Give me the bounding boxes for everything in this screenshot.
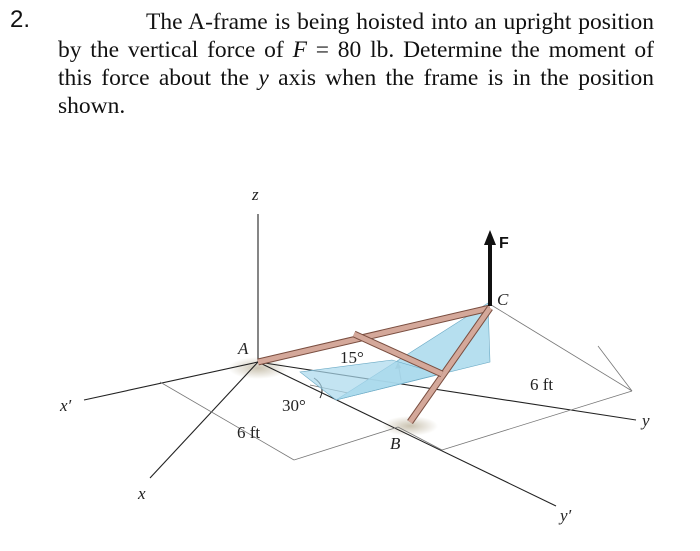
angle-label-15: 15° — [340, 348, 364, 367]
force-arrow — [484, 230, 496, 306]
axis-label-z: z — [251, 185, 259, 204]
a-frame-members — [257, 304, 493, 425]
dimension-label-right: 6 ft — [530, 375, 553, 394]
y-prime-axis-line — [257, 361, 557, 507]
problem-number: 2. — [10, 6, 31, 33]
dimension-label-left: 6 ft — [237, 423, 260, 442]
problem-text-part-2: = 80 lb. Determine the moment of this fo… — [58, 37, 654, 91]
point-label-b: B — [390, 434, 401, 453]
x-axis-line — [149, 361, 259, 479]
force-arrow-head — [484, 230, 496, 245]
force-label-f: F — [499, 235, 509, 252]
dimension-lines — [159, 302, 633, 461]
point-label-c: C — [497, 290, 509, 309]
axis-symbol: y — [258, 65, 269, 91]
force-symbol: F — [292, 37, 307, 63]
support-shadow-b — [382, 416, 438, 436]
point-label-a: A — [237, 339, 249, 358]
x-prime-axis-line — [83, 361, 259, 401]
axis-label-y-prime: y′ — [558, 506, 572, 525]
axis-label-x-prime: x′ — [59, 396, 72, 415]
angle-label-30: 30° — [282, 396, 306, 415]
problem-text-part-3: axis when the frame is in the position s… — [58, 65, 654, 119]
problem-statement: The A-frame is being hoisted into an upr… — [58, 8, 654, 120]
axis-label-y: y — [640, 411, 650, 430]
support-shadow-a — [228, 357, 288, 379]
problem-text-part-1: The A-frame is being hoisted into an upr… — [58, 9, 654, 63]
shaded-plane-30 — [299, 359, 442, 401]
axis-label-x: x — [137, 484, 146, 503]
